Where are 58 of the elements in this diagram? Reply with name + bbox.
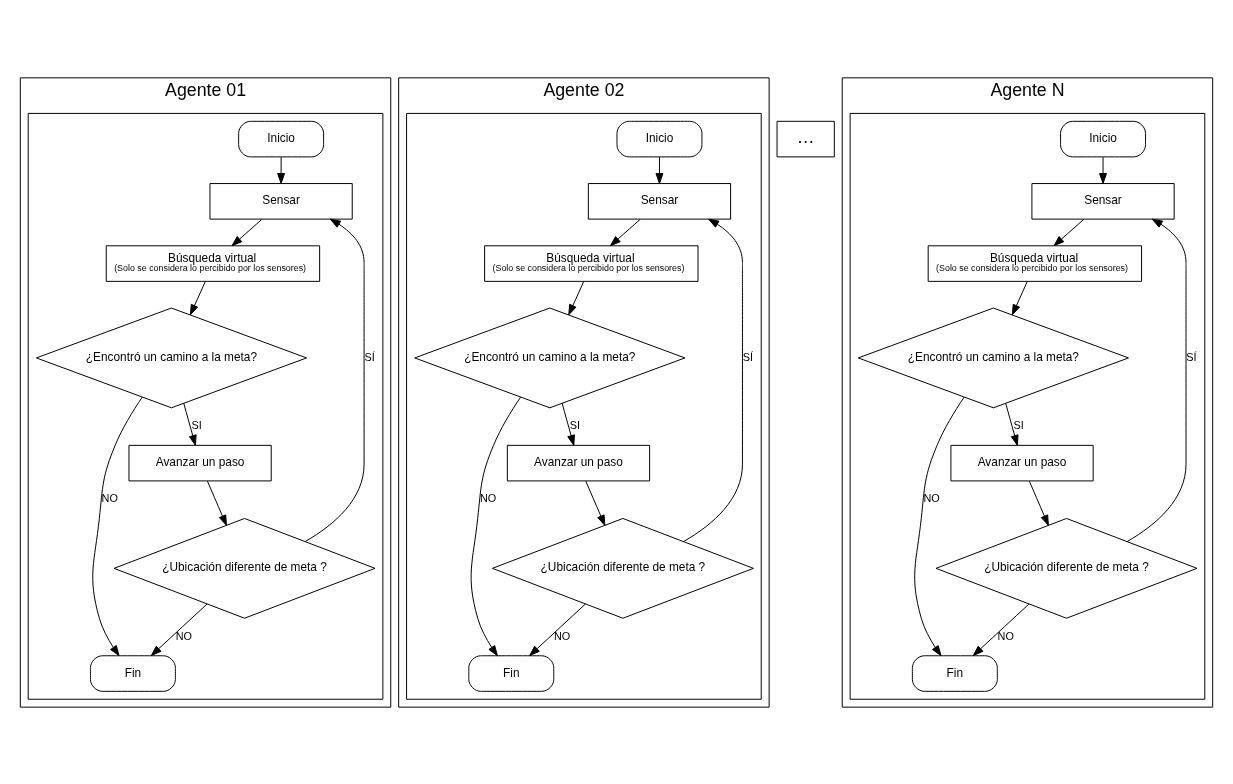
node-box: …: [776, 120, 835, 157]
edge-label: SÍ: [742, 350, 754, 363]
node-diamond: ¿Encontró un camino a la meta?: [857, 307, 1129, 408]
node-diamond: ¿Encontró un camino a la meta?: [35, 307, 308, 408]
arrow: [231, 218, 263, 246]
arrow: [150, 603, 208, 656]
node-box: Avanzar un paso: [128, 444, 272, 481]
node-box: Avanzar un paso: [950, 444, 1094, 481]
arrow: [1028, 480, 1049, 526]
edge-label: NO: [997, 629, 1014, 642]
node-box: Inicio: [616, 120, 703, 157]
arrow: [189, 280, 206, 315]
arrow: [568, 280, 585, 315]
arrow: [183, 402, 197, 446]
edge-label: NO: [923, 491, 940, 504]
node-box: Búsqueda virtual (Solo se considera lo percibido por los sensores): [105, 244, 321, 282]
arrow: [206, 480, 227, 526]
edge-label: NO: [175, 629, 192, 642]
edge-label: SÍ: [1186, 350, 1197, 363]
node-box: Inicio: [1060, 120, 1146, 157]
arrow: [1053, 218, 1085, 246]
arrow: [470, 396, 522, 656]
arrow: [972, 603, 1030, 656]
node-box: Sensar: [1031, 182, 1175, 220]
arrow: [277, 156, 286, 184]
arrow: [304, 218, 365, 542]
node-box: Avanzar un paso: [506, 444, 651, 481]
node-diamond: ¿Ubicación diferente de meta ?: [935, 517, 1198, 619]
arrow: [561, 402, 575, 446]
node-box: Búsqueda virtual (Solo se considera lo percibido por los sensores): [484, 244, 699, 282]
edge-label: SÍ: [364, 350, 375, 363]
node-box: Búsqueda virtual (Solo se considera lo percibido por los sensores): [927, 244, 1143, 282]
arrow: [585, 480, 606, 526]
node-box: Fin: [89, 654, 176, 692]
node-box: Fin: [911, 654, 998, 692]
arrow: [914, 396, 965, 656]
arrow: [655, 156, 664, 184]
node-box: Sensar: [587, 182, 732, 220]
node-diamond: ¿Encontró un camino a la meta?: [414, 307, 686, 408]
arrow: [92, 396, 143, 656]
arrow: [1011, 280, 1028, 315]
node-box: Sensar: [209, 182, 353, 220]
node-box: Fin: [468, 654, 555, 692]
edge-label: NO: [479, 491, 497, 504]
arrow: [1126, 218, 1187, 542]
edge-label: NO: [101, 491, 118, 504]
edge-label: SI: [569, 418, 581, 431]
edge-label: NO: [554, 629, 571, 642]
arrow: [1099, 156, 1107, 184]
edge-label: SI: [1013, 418, 1024, 431]
edge-label: SI: [191, 418, 202, 431]
arrow: [609, 218, 641, 246]
arrow: [1005, 402, 1019, 446]
node-diamond: ¿Ubicación diferente de meta ?: [491, 517, 754, 619]
node-box: Inicio: [238, 120, 325, 157]
arrow: [683, 218, 743, 542]
node-diamond: ¿Ubicación diferente de meta ?: [113, 517, 376, 619]
arrow: [529, 603, 586, 656]
